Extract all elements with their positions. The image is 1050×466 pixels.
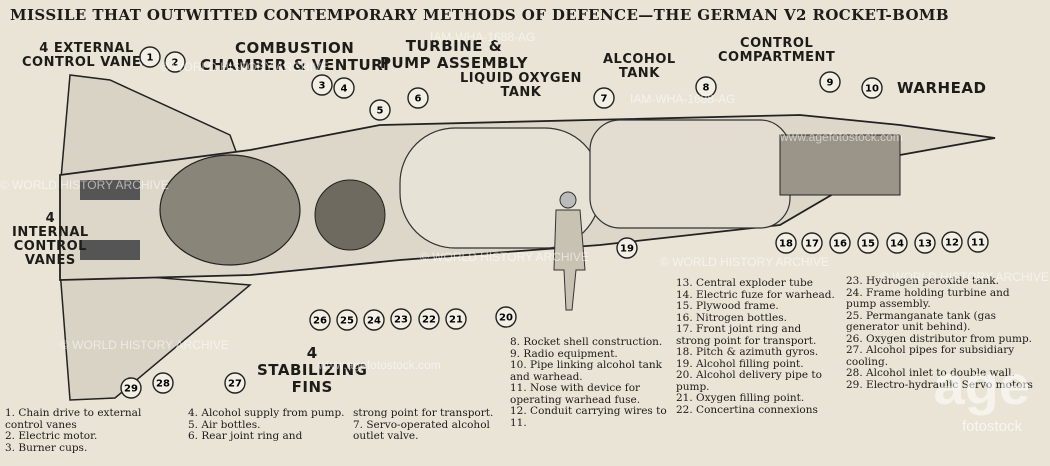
callout-number: 15 xyxy=(861,239,875,250)
callout-19: 19 xyxy=(616,237,638,259)
callout-8: 8 xyxy=(695,76,717,98)
nozzle-lower xyxy=(80,240,140,260)
callout-1: 1 xyxy=(139,46,161,68)
callout-29: 29 xyxy=(120,377,142,399)
callout-number: 12 xyxy=(945,238,959,249)
callout-11: 11 xyxy=(967,231,989,253)
callout-21: 21 xyxy=(445,308,467,330)
page-title: MISSILE THAT OUTWITTED CONTEMPORARY METH… xyxy=(10,6,950,24)
callout-27: 27 xyxy=(224,372,246,394)
label-combustion: COMBUSTION CHAMBER & VENTURI xyxy=(200,39,390,74)
control-compartment-shape xyxy=(779,134,901,196)
label-alcohol: ALCOHOL TANK xyxy=(603,52,676,81)
label-warhead: WARHEAD xyxy=(897,79,987,97)
callout-13: 13 xyxy=(914,232,936,254)
callout-number: 4 xyxy=(341,84,348,95)
callout-number: 9 xyxy=(827,78,834,89)
callout-9: 9 xyxy=(819,71,841,93)
callout-number: 20 xyxy=(499,313,513,324)
callout-12: 12 xyxy=(941,231,963,253)
callout-14: 14 xyxy=(886,232,908,254)
label-control: CONTROL COMPARTMENT xyxy=(718,36,836,65)
callout-number: 2 xyxy=(172,58,179,69)
callout-17: 17 xyxy=(801,232,823,254)
callout-number: 3 xyxy=(319,81,326,92)
label-fins: 4 STABILIZING FINS xyxy=(257,344,368,396)
callout-22: 22 xyxy=(418,308,440,330)
callout-number: 27 xyxy=(228,379,242,390)
callout-28: 28 xyxy=(152,372,174,394)
callout-18: 18 xyxy=(775,232,797,254)
callout-number: 5 xyxy=(377,106,384,117)
callout-number: 22 xyxy=(422,315,436,326)
callout-5: 5 xyxy=(369,99,391,121)
callout-number: 26 xyxy=(313,316,327,327)
callout-number: 1 xyxy=(147,53,154,64)
legend-col-2: 4. Alcohol supply from pump.5. Air bottl… xyxy=(188,407,345,442)
callout-number: 7 xyxy=(601,94,608,105)
callout-number: 16 xyxy=(833,239,847,250)
callout-15: 15 xyxy=(857,232,879,254)
callout-2: 2 xyxy=(164,51,186,73)
agefotostock-logo: age xyxy=(933,353,1031,416)
callout-number: 23 xyxy=(394,315,408,326)
callout-7: 7 xyxy=(593,87,615,109)
callout-number: 10 xyxy=(865,84,879,95)
callout-number: 24 xyxy=(367,316,381,327)
callout-number: 28 xyxy=(156,379,170,390)
callout-number: 25 xyxy=(340,316,354,327)
callout-number: 6 xyxy=(415,94,422,105)
label-external-vanes: 4 EXTERNAL CONTROL VANES xyxy=(22,41,152,70)
callout-number: 13 xyxy=(918,239,932,250)
combustion-chamber-shape xyxy=(159,154,301,266)
label-turbine: TURBINE & PUMP ASSEMBLY xyxy=(380,37,529,72)
callout-25: 25 xyxy=(336,309,358,331)
callout-4: 4 xyxy=(333,77,355,99)
soldier-figure xyxy=(553,191,586,311)
callout-number: 19 xyxy=(620,244,634,255)
callout-26: 26 xyxy=(309,309,331,331)
legend-col-3: strong point for transport.7. Servo-oper… xyxy=(353,407,494,442)
callout-number: 17 xyxy=(805,239,819,250)
callout-24: 24 xyxy=(363,309,385,331)
callout-number: 21 xyxy=(449,315,463,326)
label-lox: LIQUID OXYGEN TANK xyxy=(460,71,582,100)
callout-20: 20 xyxy=(495,306,517,328)
agefotostock-logo-sub: fotostock xyxy=(961,418,1022,435)
legend-col-1: 1. Chain drive to external control vanes… xyxy=(5,407,142,454)
callout-number: 11 xyxy=(971,238,985,249)
legend-col-4: 8. Rocket shell construction.9. Radio eq… xyxy=(510,336,667,429)
turbine-shape xyxy=(314,179,386,251)
nozzle-upper xyxy=(80,180,140,200)
legend-col-6: 23. Hydrogen peroxide tank.24. Frame hol… xyxy=(846,275,1033,391)
callout-23: 23 xyxy=(390,308,412,330)
lower-fin xyxy=(59,269,252,401)
callout-number: 29 xyxy=(124,384,138,395)
callout-number: 8 xyxy=(703,83,710,94)
callout-3: 3 xyxy=(311,74,333,96)
callout-number: 14 xyxy=(890,239,904,250)
callout-number: 18 xyxy=(779,239,793,250)
label-internal-vanes: 4 INTERNAL CONTROL VANES xyxy=(12,211,89,268)
callout-6: 6 xyxy=(407,87,429,109)
callout-10: 10 xyxy=(861,77,883,99)
callout-16: 16 xyxy=(829,232,851,254)
